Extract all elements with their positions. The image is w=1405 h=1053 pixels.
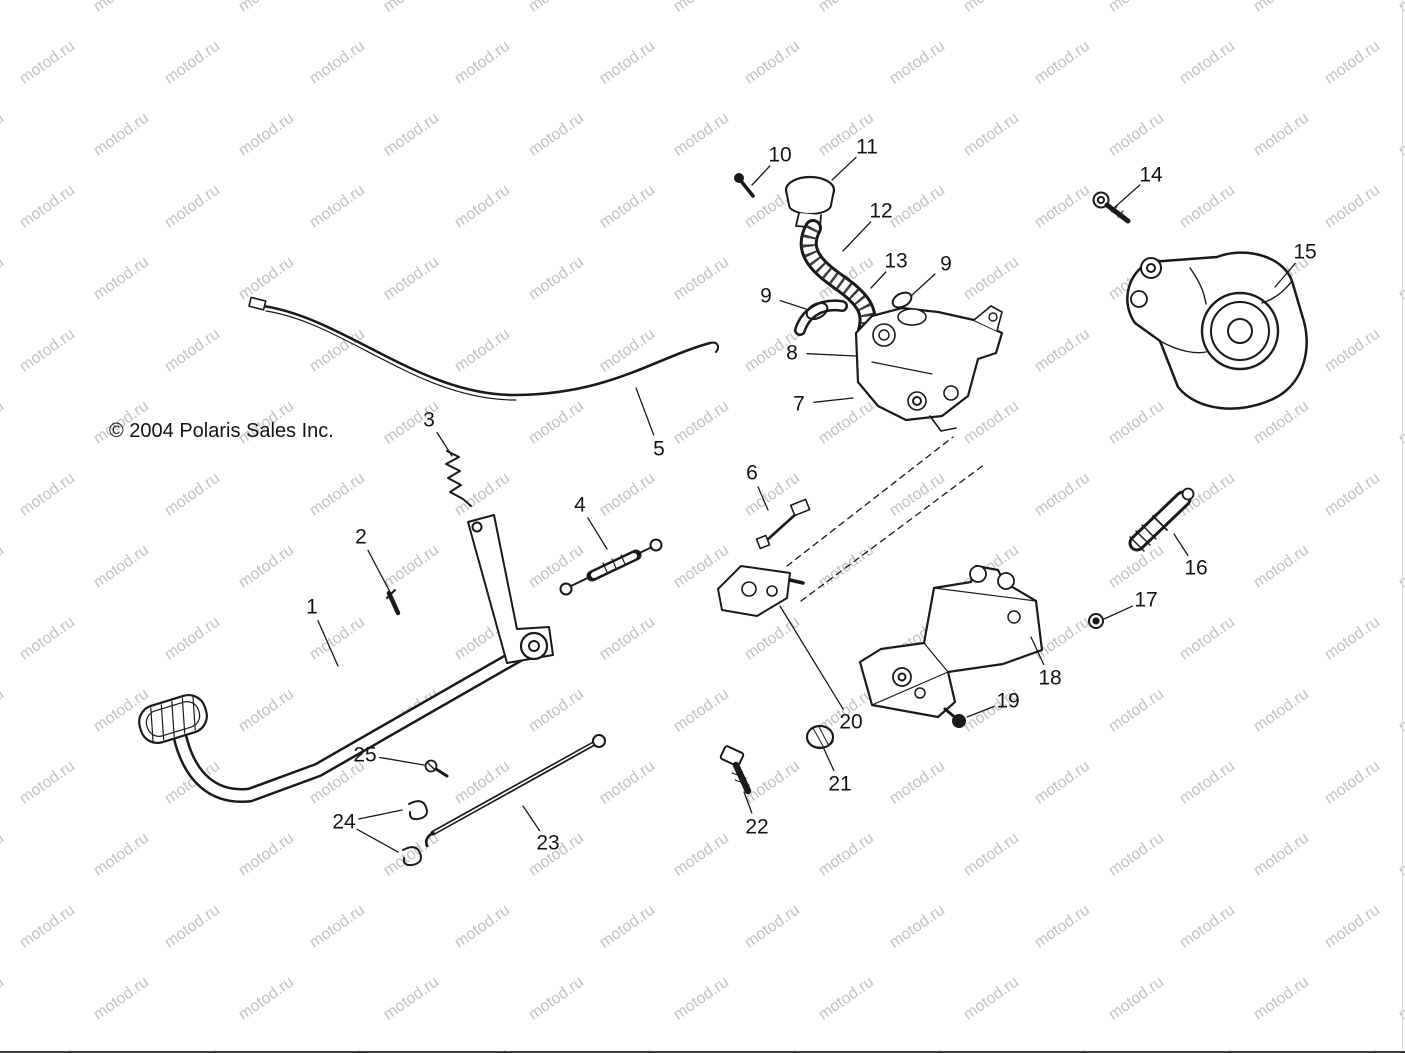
callout-23: 23 [536, 831, 560, 855]
callout-15: 15 [1293, 240, 1317, 264]
part-3-spring [445, 450, 472, 507]
leader-line [751, 165, 771, 186]
part-20-clevis [717, 436, 986, 617]
part-23-rod [424, 734, 606, 848]
leader-line [842, 221, 872, 252]
callout-9: 9 [760, 284, 772, 308]
leader-line [813, 397, 854, 403]
part-4-adjuster-rod [559, 538, 663, 596]
callout-2: 2 [355, 525, 367, 549]
callout-5: 5 [653, 437, 665, 461]
callout-12: 12 [869, 199, 893, 223]
callout-11: 11 [856, 135, 878, 159]
leader-line [356, 828, 399, 853]
leader-line [1173, 533, 1189, 557]
part-22-bolt [719, 745, 752, 795]
callout-4: 4 [574, 493, 586, 517]
part-5-cable [248, 296, 719, 401]
callout-24: 24 [332, 810, 356, 834]
leader-line [743, 791, 753, 814]
callout-25: 25 [353, 743, 377, 767]
leader-line [587, 517, 608, 550]
leader-line [1030, 636, 1045, 666]
bottom-border [0, 1051, 1405, 1053]
callout-17: 17 [1134, 588, 1158, 612]
callout-19: 19 [996, 689, 1020, 713]
part-16-fitting [1128, 487, 1195, 552]
callout-14: 14 [1139, 163, 1163, 187]
leader-line [1114, 184, 1141, 208]
pedal-pad [138, 694, 208, 744]
part-17-nut [1088, 613, 1104, 629]
callout-7: 7 [793, 392, 805, 416]
callout-9: 9 [940, 252, 952, 276]
leader-line [831, 156, 857, 181]
leader-line [757, 486, 769, 511]
leader-line [358, 809, 403, 820]
leader-line [317, 620, 339, 667]
leader-lines [317, 156, 1296, 853]
leader-line [823, 748, 835, 772]
part-6-pin-link [755, 498, 811, 550]
part-1-brake-pedal [138, 514, 554, 803]
leader-line [779, 299, 807, 310]
callout-13: 13 [884, 249, 908, 273]
part-21-cap [805, 724, 835, 750]
leader-line [436, 431, 453, 457]
callout-18: 18 [1038, 666, 1062, 690]
callout-8: 8 [786, 341, 798, 365]
right-border [1402, 0, 1403, 1053]
leader-line [966, 705, 995, 718]
callout-10: 10 [768, 143, 792, 167]
callout-20: 20 [839, 710, 863, 734]
leader-line [1103, 605, 1133, 620]
callout-3: 3 [423, 408, 435, 432]
master-cylinder-assembly [734, 173, 1004, 432]
part-24-clips [402, 800, 428, 867]
callout-6: 6 [746, 461, 758, 485]
callout-1: 1 [306, 595, 318, 619]
callout-16: 16 [1184, 556, 1208, 580]
leader-line [806, 353, 857, 357]
part-25-screw [424, 759, 449, 778]
copyright-text: © 2004 Polaris Sales Inc. [109, 420, 334, 442]
leader-line [910, 273, 936, 297]
leader-line [870, 271, 887, 289]
part-15-caliper [1126, 251, 1308, 410]
leader-line [379, 756, 425, 766]
leader-line [1274, 262, 1296, 288]
part-2-pin [386, 589, 401, 616]
callout-22: 22 [745, 815, 769, 839]
leader-line [635, 387, 655, 436]
leader-line [367, 549, 391, 593]
callout-21: 21 [828, 772, 852, 796]
leader-line [522, 805, 541, 832]
part-14-bolt [1092, 191, 1131, 224]
leader-line [779, 605, 844, 710]
part-19-rivet [943, 707, 966, 728]
